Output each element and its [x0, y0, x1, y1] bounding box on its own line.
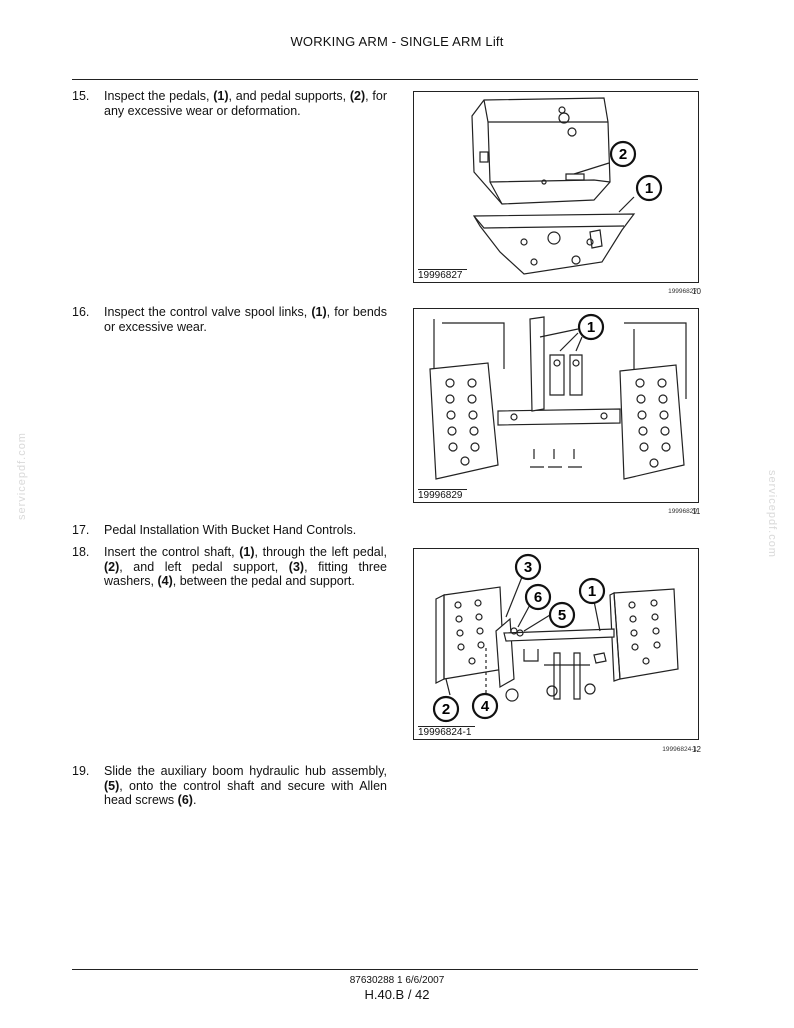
footer-rule: [72, 969, 698, 970]
step-text: Insert the control shaft, (1), through t…: [104, 545, 387, 589]
pedal-holes-left: [445, 378, 480, 466]
watermark-left: servicepdf.com: [16, 432, 28, 520]
figure-code: 19996824-1: [418, 726, 476, 738]
step-17: 17. Pedal Installation With Bucket Hand …: [72, 523, 392, 538]
leader-line: [523, 614, 551, 632]
svg-text:4: 4: [481, 698, 490, 715]
text-run: , for bends or excessive wear.: [104, 305, 387, 334]
step-18: 18. Insert the control shaft, (1), throu…: [72, 545, 387, 589]
text-run: , between the pedal and support.: [172, 574, 355, 589]
callout-3: 3: [514, 553, 542, 581]
figure-code: 19996827: [418, 269, 467, 281]
figure-number: 10: [692, 287, 701, 296]
control-valve-spool-links-illustration: 1: [429, 313, 687, 480]
figure-caption: 19996827: [668, 288, 697, 295]
figure-12: 3 6 5 1 2 4 19996824-1: [413, 548, 699, 740]
step-text: Inspect the pedals, (1), and pedal suppo…: [104, 89, 387, 118]
leader-line: [573, 162, 610, 175]
reference-number: (4): [157, 574, 173, 589]
callout-5: 5: [548, 601, 576, 629]
reference-number: (6): [177, 793, 193, 808]
text-run: , and left pedal support,: [119, 559, 289, 574]
step-number: 18.: [72, 545, 90, 559]
text-run: Slide the auxiliary boom hydraulic hub a…: [104, 764, 387, 778]
figure-11: 1 19996829: [413, 308, 699, 503]
step-text: Slide the auxiliary boom hydraulic hub a…: [104, 764, 387, 808]
text-run: , and pedal supports,: [228, 89, 350, 103]
leader-line: [505, 576, 523, 618]
callout-6: 6: [524, 583, 552, 611]
pedal-holes-right: [635, 378, 671, 468]
leader-line: [539, 328, 579, 338]
pedal-installation-illustration: 3 6 5 1 2 4: [432, 553, 679, 723]
reference-number: (1): [239, 545, 255, 559]
figure-number: 11: [692, 507, 701, 516]
text-run: Pedal Installation With Bucket Hand Cont…: [104, 523, 357, 537]
figure-10: 2 1 19996827: [413, 91, 699, 283]
step-16: 16. Inspect the control valve spool link…: [72, 305, 387, 334]
text-run: Inspect the control valve spool links,: [104, 305, 312, 319]
reference-number: (1): [311, 305, 327, 319]
leader-line: [593, 600, 601, 632]
header-rule: [72, 79, 698, 80]
step-number: 17.: [72, 523, 90, 537]
reference-number: (1): [213, 89, 229, 103]
step-19: 19. Slide the auxiliary boom hydraulic h…: [72, 764, 387, 808]
callout-1: 1: [635, 174, 663, 202]
figure-number: 12: [692, 745, 701, 754]
watermark-right: servicepdf.com: [766, 470, 778, 558]
reference-number: (3): [288, 559, 305, 574]
step-text: Pedal Installation With Bucket Hand Cont…: [104, 523, 392, 538]
pedal-and-support-illustration: 2 1: [471, 97, 663, 275]
callout-1: 1: [578, 577, 606, 605]
footer-page-number: H.40.B / 42: [364, 987, 430, 1002]
text-run: , through the left pedal,: [254, 545, 387, 559]
callout-2: 2: [609, 140, 637, 168]
svg-text:6: 6: [534, 589, 542, 606]
footer-doc-code: 87630288 1 6/6/2007: [349, 975, 445, 986]
leader-line: [559, 332, 579, 352]
figure-code: 19996829: [418, 489, 467, 501]
leader-line: [445, 678, 451, 696]
leader-line: [575, 336, 583, 352]
svg-text:3: 3: [524, 559, 532, 576]
callout-1: 1: [577, 313, 605, 341]
step-number: 16.: [72, 305, 90, 319]
figure-caption: 19996829: [668, 508, 697, 515]
reference-number: (2): [104, 559, 120, 574]
figure-caption: 19996824-1: [662, 746, 697, 753]
leader-line: [618, 196, 635, 213]
svg-text:1: 1: [645, 180, 653, 197]
text-run: Inspect the pedals,: [104, 89, 214, 103]
reference-number: (5): [104, 778, 120, 793]
text-run: , onto the control shaft and secure with…: [104, 778, 387, 808]
svg-text:1: 1: [587, 319, 595, 336]
text-run: .: [192, 793, 197, 808]
svg-text:1: 1: [588, 583, 596, 600]
svg-text:5: 5: [558, 607, 566, 624]
step-number: 15.: [72, 89, 90, 103]
reference-number: (2): [349, 89, 366, 103]
step-text: Inspect the control valve spool links, (…: [104, 305, 387, 334]
svg-text:2: 2: [619, 146, 627, 163]
callout-2: 2: [432, 695, 460, 723]
svg-text:2: 2: [442, 701, 450, 718]
step-number: 19.: [72, 764, 90, 778]
pedal-holes-right: [628, 599, 661, 665]
step-15: 15. Inspect the pedals, (1), and pedal s…: [72, 89, 387, 118]
text-run: , for any excessive wear or deformation.: [104, 89, 387, 118]
page-header-title: WORKING ARM - SINGLE ARM Lift: [290, 34, 504, 49]
pedal-holes-left: [454, 599, 485, 665]
text-run: Insert the control shaft,: [104, 545, 240, 559]
text-run: , fitting three washers,: [104, 559, 387, 589]
callout-4: 4: [471, 692, 499, 720]
